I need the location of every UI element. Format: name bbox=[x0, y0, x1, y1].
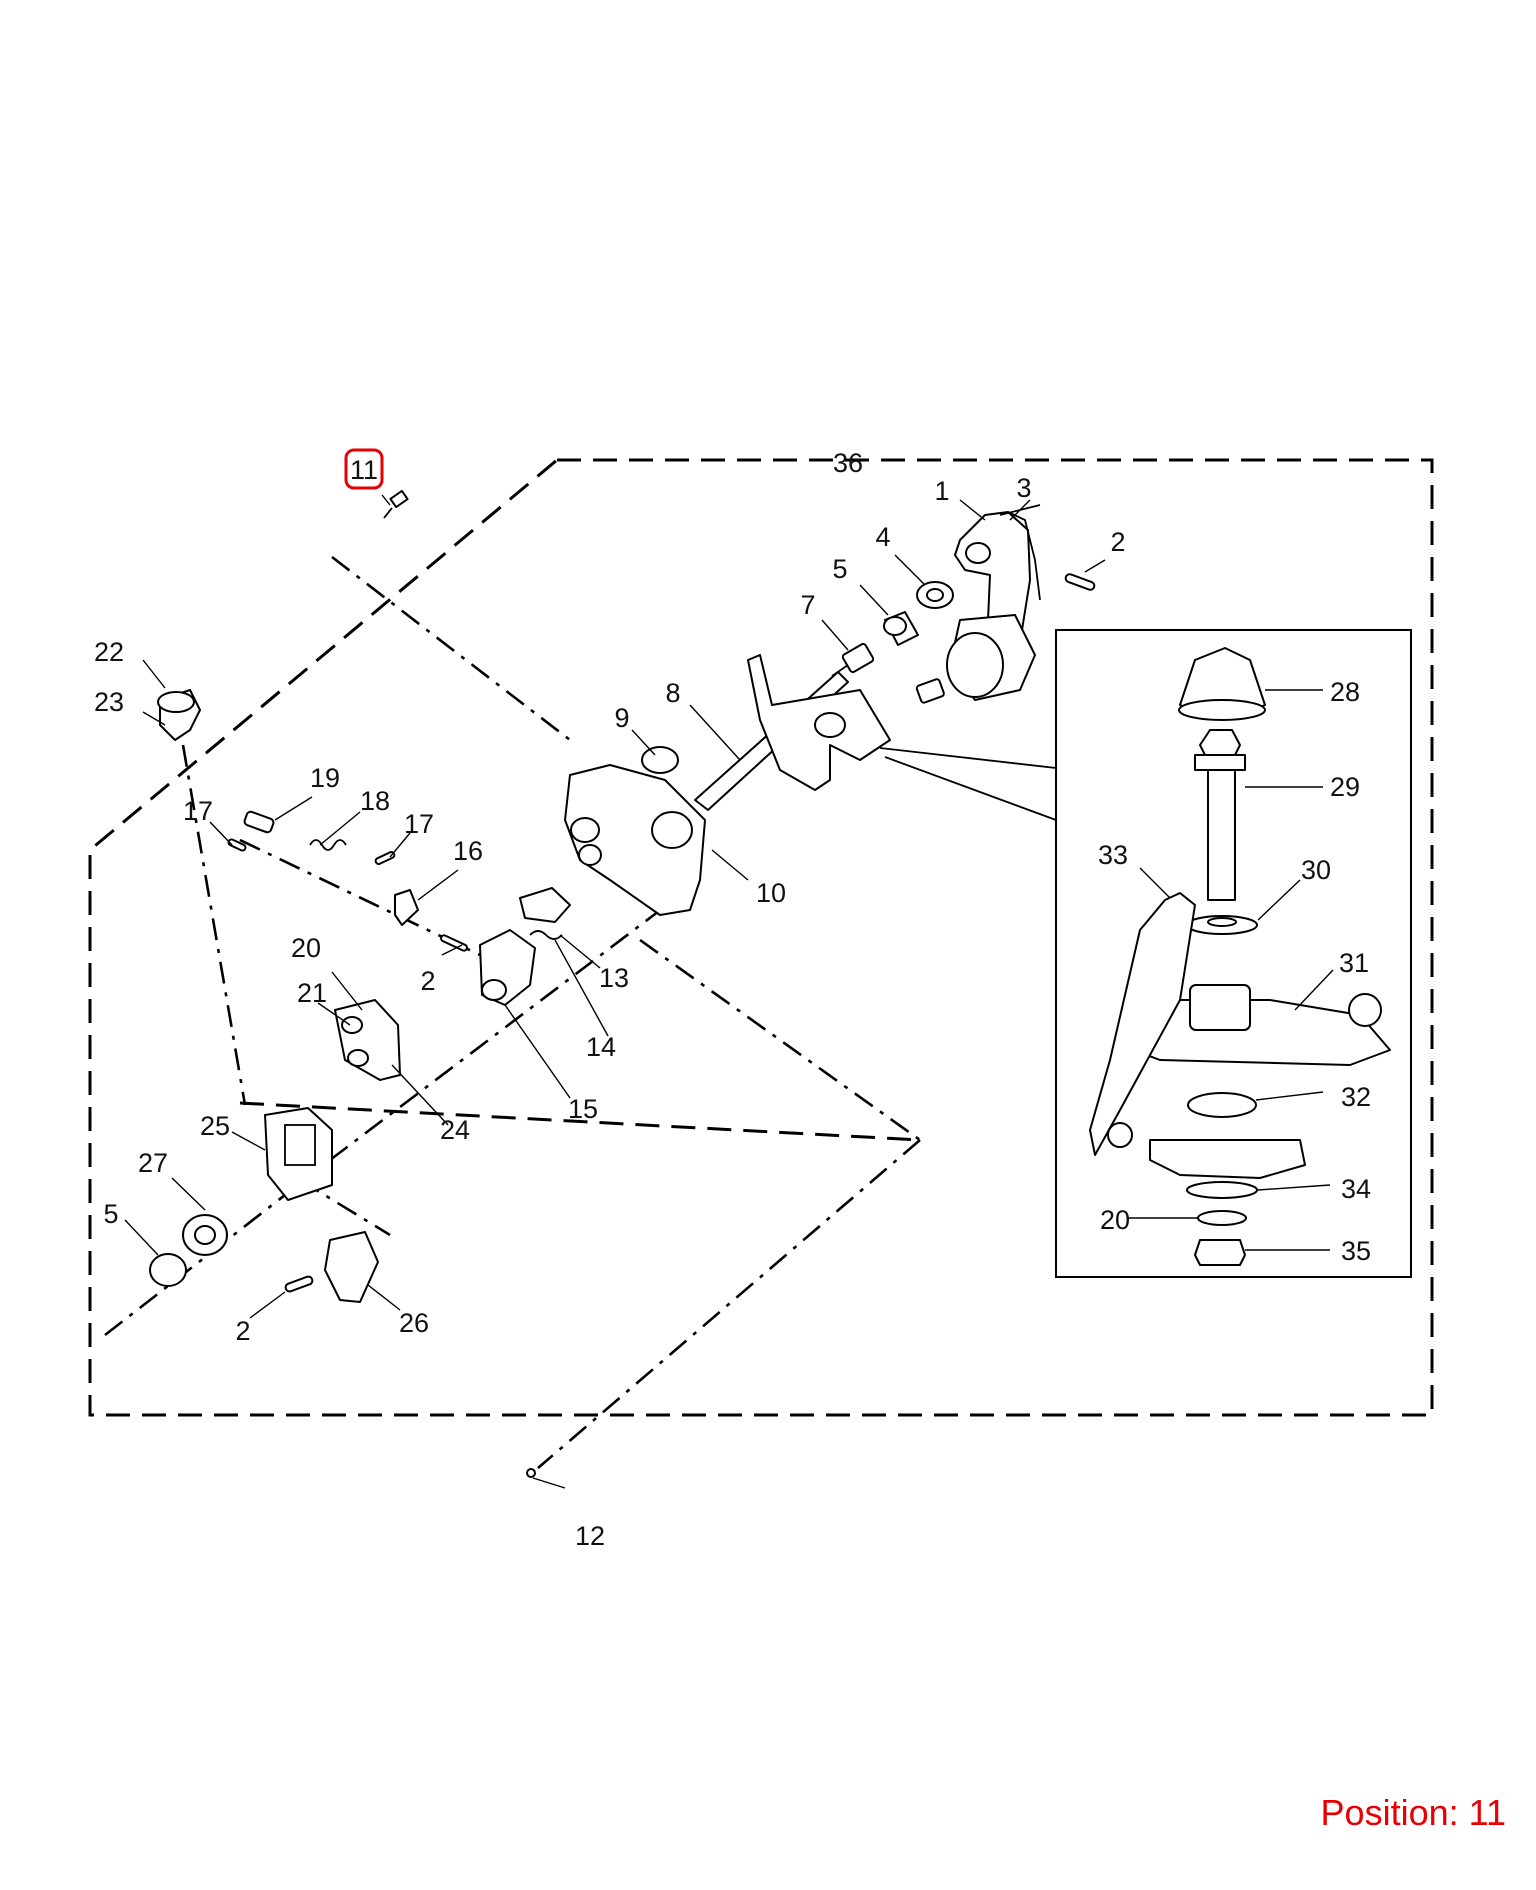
inset-part-29-bolt bbox=[1194, 729, 1246, 901]
callout-36: 36 bbox=[833, 448, 863, 478]
detail-inset-frame bbox=[879, 629, 1412, 1278]
callout-27: 27 bbox=[138, 1148, 168, 1178]
callout-28: 28 bbox=[1330, 677, 1360, 707]
callout-labels: 36 1 3 2 4 5 7 8 9 10 11 22 23 19 18 17 … bbox=[94, 448, 1371, 1551]
callout-30: 30 bbox=[1301, 855, 1331, 885]
assembly-centerlines bbox=[104, 555, 921, 1469]
callout-32: 32 bbox=[1341, 1082, 1371, 1112]
callout-8: 8 bbox=[665, 678, 680, 708]
callout-15: 15 bbox=[568, 1094, 598, 1124]
part-13-14-spring-block bbox=[519, 887, 571, 940]
callout-5-lower: 5 bbox=[103, 1199, 118, 1229]
callout-5-upper: 5 bbox=[832, 554, 847, 584]
part-5-bush-lower bbox=[149, 1253, 187, 1287]
part-2-pin-mid bbox=[440, 934, 468, 952]
part-2-pin-lower bbox=[284, 1275, 314, 1293]
callout-17-left: 17 bbox=[183, 796, 213, 826]
part-selector-bracket bbox=[747, 654, 891, 791]
part-19-pin bbox=[243, 810, 275, 834]
callout-12: 12 bbox=[575, 1521, 605, 1551]
part-18-spring bbox=[309, 839, 347, 851]
part-12-screw bbox=[526, 1468, 536, 1478]
callout-16: 16 bbox=[453, 836, 483, 866]
callout-26: 26 bbox=[399, 1308, 429, 1338]
callout-21: 21 bbox=[297, 978, 327, 1008]
inset-part-33-bracket bbox=[1089, 892, 1196, 1156]
part-3-bracket-cover bbox=[1007, 511, 1041, 601]
part-17-pin-right bbox=[374, 851, 396, 865]
part-9-10-housing bbox=[564, 746, 706, 916]
inset-part-30-washer bbox=[1186, 915, 1258, 935]
part-21-24-bracket bbox=[334, 999, 401, 1081]
callout-23: 23 bbox=[94, 687, 124, 717]
callout-10: 10 bbox=[756, 878, 786, 908]
callout-18: 18 bbox=[360, 786, 390, 816]
selected-callout-highlight bbox=[344, 448, 384, 490]
callout-11: 11 bbox=[350, 455, 378, 485]
position-indicator: Position: 11 bbox=[1320, 1792, 1506, 1833]
leader-lines bbox=[124, 494, 1334, 1489]
callout-20-left: 20 bbox=[291, 933, 321, 963]
callout-24: 24 bbox=[440, 1115, 470, 1145]
inset-part-34-washer bbox=[1186, 1181, 1258, 1199]
callout-20-inset: 20 bbox=[1100, 1205, 1130, 1235]
inset-part-28-bump-stop bbox=[1178, 647, 1266, 721]
callout-4: 4 bbox=[875, 522, 890, 552]
callout-1: 1 bbox=[934, 476, 949, 506]
callout-33: 33 bbox=[1098, 840, 1128, 870]
part-26-lever bbox=[324, 1231, 379, 1303]
callout-3: 3 bbox=[1016, 473, 1031, 503]
callout-31: 31 bbox=[1339, 948, 1369, 978]
callout-14: 14 bbox=[586, 1032, 616, 1062]
inset-part-35-nut bbox=[1194, 1239, 1246, 1266]
callout-35: 35 bbox=[1341, 1236, 1371, 1266]
assembly-36-boundary bbox=[88, 458, 1434, 1417]
callout-13: 13 bbox=[599, 963, 629, 993]
part-11-bolt bbox=[383, 489, 409, 519]
callout-2-lower: 2 bbox=[235, 1316, 250, 1346]
inset-part-31-lever bbox=[1119, 984, 1391, 1066]
part-25-yoke bbox=[264, 1107, 333, 1201]
inset-part-32-base bbox=[1149, 1092, 1306, 1179]
callout-29: 29 bbox=[1330, 772, 1360, 802]
callout-2-mid: 2 bbox=[420, 966, 435, 996]
part-5-bush bbox=[883, 611, 919, 646]
callout-7: 7 bbox=[800, 590, 815, 620]
callout-25: 25 bbox=[200, 1111, 230, 1141]
part-small-bolt-upper bbox=[915, 678, 945, 704]
callout-19: 19 bbox=[310, 763, 340, 793]
part-7-bolt bbox=[831, 642, 875, 677]
callout-17-right: 17 bbox=[404, 809, 434, 839]
callout-9: 9 bbox=[614, 703, 629, 733]
callout-22: 22 bbox=[94, 637, 124, 667]
part-22-23-cap bbox=[157, 689, 201, 741]
inset-part-20-washer bbox=[1197, 1210, 1247, 1226]
callout-34: 34 bbox=[1341, 1174, 1371, 1204]
part-15-clamp bbox=[479, 929, 536, 1006]
part-16-clip bbox=[394, 889, 419, 926]
part-4-washer bbox=[916, 581, 954, 609]
part-2-pin-upper bbox=[1064, 573, 1096, 591]
part-27-bush bbox=[182, 1214, 228, 1256]
callout-2-upper: 2 bbox=[1110, 527, 1125, 557]
part-rubber-mount bbox=[946, 614, 1036, 701]
